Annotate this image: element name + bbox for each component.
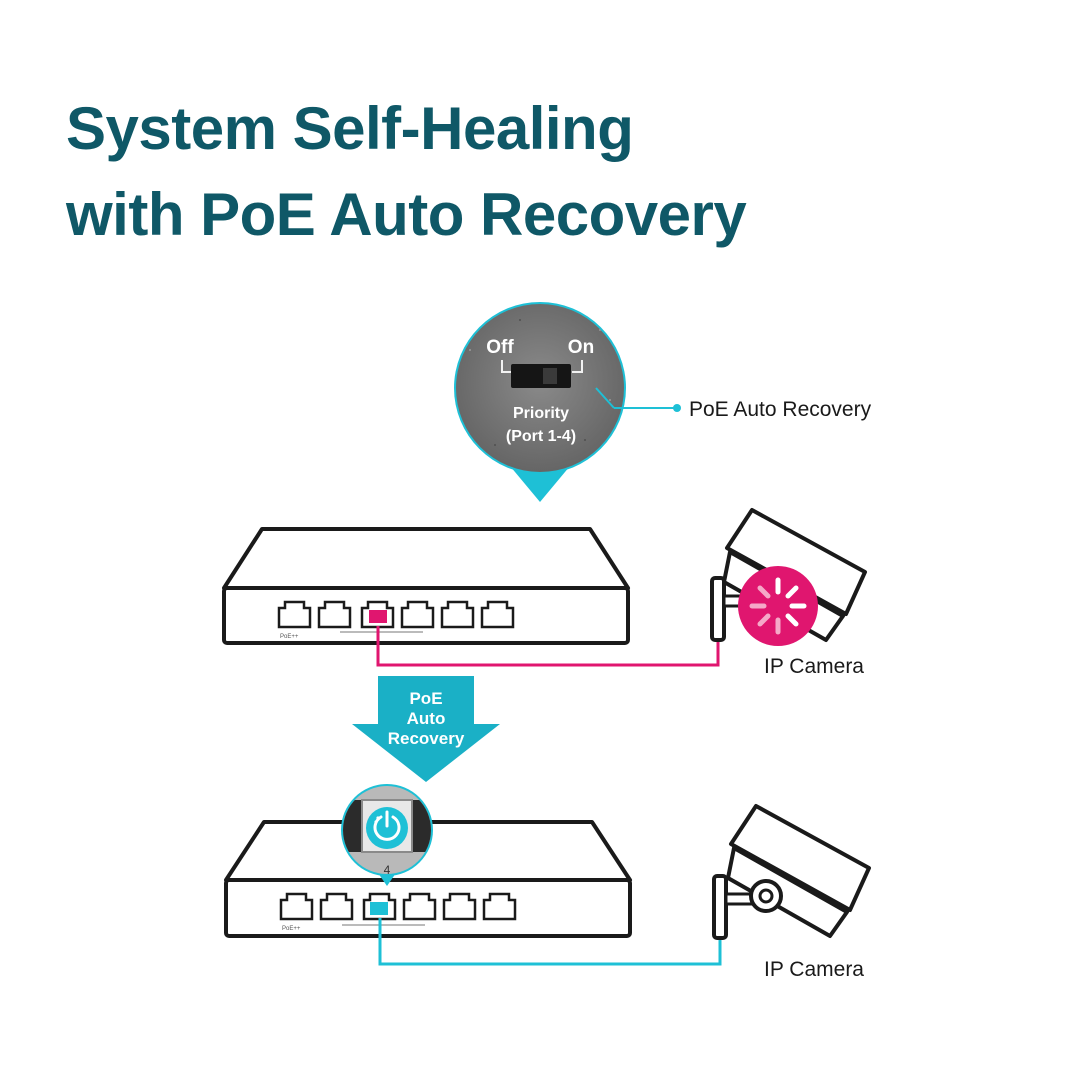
- switch-detail-bubble: Off On Priority (Port 1-4): [454, 302, 626, 502]
- arrow-shape: [352, 676, 500, 782]
- port-zoom-bubble: 4: [341, 784, 433, 886]
- switch-on-label: On: [568, 337, 594, 358]
- switch-off-label: Off: [486, 337, 514, 358]
- camera-top: IP Camera: [710, 508, 867, 678]
- svg-text:PoE++: PoE++: [280, 634, 299, 640]
- cable-ok: [378, 918, 722, 966]
- callout-dot: [673, 404, 681, 412]
- recovery-arrow: PoE Auto Recovery: [352, 676, 500, 782]
- camera-bottom-label: IP Camera: [764, 958, 864, 981]
- power-restart-icon: [373, 810, 401, 841]
- switch-ports-label: (Port 1-4): [506, 428, 576, 445]
- svg-text:PoE++: PoE++: [282, 926, 301, 932]
- camera-top-label: IP Camera: [764, 655, 864, 678]
- dip-switch-knob: [543, 368, 557, 384]
- switch-priority-label: Priority: [513, 405, 569, 422]
- camera-bottom: IP Camera: [712, 804, 871, 981]
- page-title: System Self-Healing with PoE Auto Recove…: [66, 86, 747, 258]
- recovered-port-indicator: [370, 902, 388, 915]
- dip-switch: [511, 364, 571, 388]
- fault-indicator: [738, 566, 818, 646]
- callout: PoE Auto Recovery: [595, 387, 872, 421]
- bubble-pointer: [510, 466, 570, 502]
- ports-row-bottom: [279, 892, 517, 921]
- switch-bottom: PoE++: [224, 820, 632, 938]
- title-line-1: System Self-Healing: [66, 95, 634, 162]
- callout-label: PoE Auto Recovery: [689, 398, 872, 421]
- loading-spinner-icon: [749, 577, 807, 635]
- title-line-2: with PoE Auto Recovery: [66, 181, 747, 248]
- arrow-label-line-3: Recovery: [388, 729, 465, 748]
- arrow-label-line-2: Auto: [407, 709, 446, 728]
- port-number-label: 4: [384, 863, 391, 877]
- cable-fault: [376, 626, 720, 667]
- switch-top: PoE++: [222, 527, 630, 645]
- faulty-port-indicator: [369, 610, 387, 623]
- arrow-label-line-1: PoE: [409, 689, 442, 708]
